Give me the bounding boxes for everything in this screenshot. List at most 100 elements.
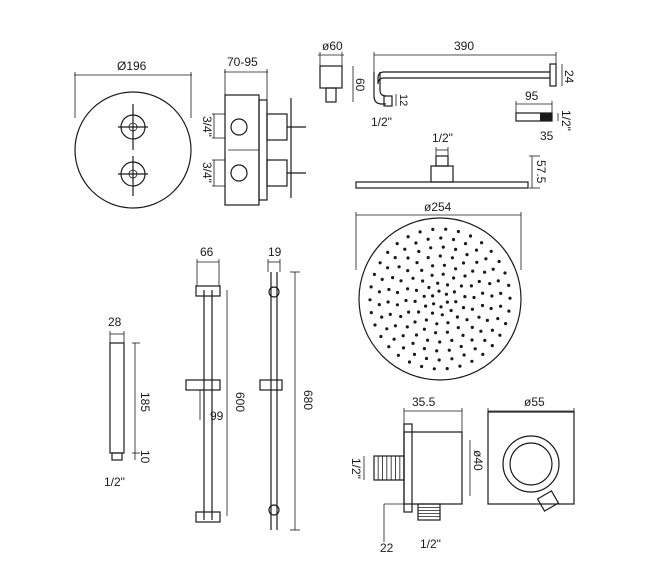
nozzle-dot [397,265,401,269]
arm-thread-label: 1/2" [371,115,392,129]
nozzle-dot [421,279,425,283]
nozzle-dot [430,311,435,315]
nozzle-dot [417,310,421,314]
nozzle-dot [373,323,377,327]
nozzle-dot [463,295,467,299]
nozzle-dot [497,259,501,264]
rail-width-label: 66 [200,245,214,259]
nozzle-dot [458,364,462,368]
nozzle-dot [435,349,439,353]
nozzle-dot [469,284,473,288]
nozzle-dot [432,302,436,306]
nozzle-dot [411,341,415,345]
nozzle-dot [437,289,441,293]
arm-flange-depth-label: 60 [353,78,367,92]
nozzle-dot [461,333,465,337]
nozzle-dot [377,290,381,294]
nozzle-dot [441,272,445,276]
nozzle-dot [420,268,424,272]
nozzle-dot [395,303,399,307]
nozzle-dot [396,353,400,357]
nozzle-dot [413,299,417,303]
nozzle-dot [455,315,459,319]
nozzle-dot [445,300,449,304]
nozzle-dot [406,269,410,273]
shower-head-side-view: 1/2" 57.5 [355,131,548,189]
nozzle-dot [431,227,435,231]
nozzle-dot [414,241,418,245]
nozzle-dot [369,311,373,315]
rail-bracket-label: 99 [210,409,224,423]
slide-rail-front-view: 66 600 99 [185,245,247,523]
nozzle-dot [378,261,382,265]
nozzle-dot [459,284,463,288]
nozzle-dot [472,295,476,300]
nozzle-dot [399,279,403,283]
nozzle-dot [403,247,407,251]
nozzle-dot [424,318,428,322]
nozzle-dot [429,246,433,250]
nozzle-dot [377,303,381,307]
nozzle-dot [386,266,390,270]
nozzle-dot [489,249,493,253]
valve-inlet-bottom-label: 3/4" [200,162,214,183]
nozzle-dot [426,338,430,342]
nozzle-dot [438,254,442,258]
nozzle-dot [470,325,474,329]
nozzle-dot [479,329,483,333]
nozzle-dot [452,276,456,280]
nozzle-dot [388,312,392,316]
nozzle-dot [406,256,410,260]
nozzle-dot [379,334,383,339]
nozzle-dot [452,290,456,294]
nozzle-dot [424,304,428,308]
nozzle-dot [450,357,454,361]
nozzle-dot [395,290,400,295]
head-diameter-label: ø254 [424,200,452,214]
nozzle-dot [392,337,396,341]
nozzle-dot [422,347,426,351]
nozzle-dot [454,267,458,271]
nozzle-dot [387,345,391,349]
nozzle-dot [401,346,406,350]
elbow-inlet-label: 1/2" [349,458,363,479]
handset-length-label: 185 [138,392,152,412]
valve-diameter-label: Ø196 [117,59,147,73]
wall-elbow-front-view: ø55 [487,395,575,512]
nozzle-dot [508,296,512,300]
nozzle-dot [439,305,443,309]
arm-end-detail: 95 1/2" 35 [515,89,573,143]
nozzle-dot [461,261,466,265]
nozzle-dot [435,322,439,326]
elbow-depth-label: 35.5 [412,395,436,409]
nozzle-dot [401,334,405,338]
nozzle-dot [414,288,419,292]
handset-view: 28 185 10 1/2" [104,315,152,489]
nozzle-dot [411,276,415,280]
nozzle-dot [438,340,442,344]
nozzle-dot [406,235,410,239]
nozzle-dot [436,281,440,285]
nozzle-dot [456,326,460,330]
nozzle-dot [454,247,458,251]
nozzle-dot [503,271,507,275]
nozzle-dot [463,242,468,246]
nozzle-dot [445,330,449,334]
elbow-offset-label: 22 [380,541,394,555]
nozzle-dot [417,249,421,254]
nozzle-dot [424,356,429,361]
nozzle-dot [489,306,493,311]
nozzle-dot [434,331,438,335]
valve-front-view: Ø196 [74,59,192,209]
elbow-outlet-dia-label: ø40 [471,450,485,471]
wall-elbow-side-view: 35.5 1/2" ø40 22 1/2" [349,395,485,555]
shower-head-front-view: ø254 [355,200,522,381]
arm-flange-diameter-label: ø60 [322,39,343,53]
nozzle-dot [415,261,419,265]
nozzle-dot [488,282,492,286]
nozzle-dot [372,272,376,276]
nozzle-dot [483,338,487,342]
nozzle-dot [393,324,397,328]
nozzle-dot [387,287,391,292]
nozzle-dot [477,315,481,319]
